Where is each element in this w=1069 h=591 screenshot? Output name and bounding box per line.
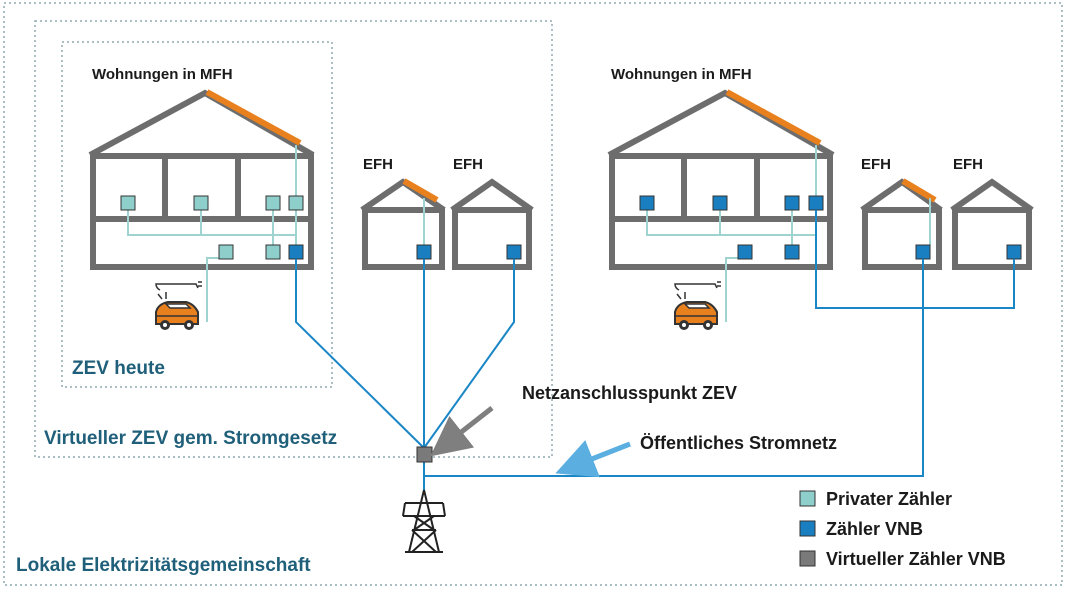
private-meter xyxy=(265,244,281,260)
vnb-meter xyxy=(639,195,655,211)
efh-4 xyxy=(950,178,1034,270)
legend-virtual-swatch xyxy=(799,550,816,567)
label-mfh-left: Wohnungen in MFH xyxy=(92,66,233,83)
vnb-meter xyxy=(506,244,522,260)
label-efh-3: EFH xyxy=(861,156,891,173)
legend-private-label: Privater Zähler xyxy=(826,489,952,509)
vnb-meter xyxy=(288,244,304,260)
label-efh-1: EFH xyxy=(363,156,393,173)
mfh-right xyxy=(607,89,835,322)
legend-virtual-label: Virtueller Zähler VNB xyxy=(826,549,1006,569)
zone-virtueller-zev-border xyxy=(34,20,553,458)
label-netzanschluss: Netzanschlusspunkt ZEV xyxy=(522,383,737,403)
vnb-meter xyxy=(915,244,931,260)
legend-vnb-swatch xyxy=(799,520,816,537)
legend: Privater Zähler Zähler VNB Virtueller Zä… xyxy=(799,489,1006,569)
vnb-meter xyxy=(712,195,728,211)
label-efh-2: EFH xyxy=(453,156,483,173)
legend-vnb-label: Zähler VNB xyxy=(826,519,923,539)
ev-car-icon xyxy=(155,281,203,331)
efh-3 xyxy=(860,178,943,270)
ev-car-icon xyxy=(674,281,722,331)
vnb-meter xyxy=(808,195,824,211)
vnb-meter xyxy=(1006,244,1022,260)
transmission-tower-icon xyxy=(402,489,446,553)
stromnetz-arrow xyxy=(555,440,631,478)
private-meter xyxy=(288,195,304,211)
private-meter xyxy=(265,195,281,211)
legend-private-swatch xyxy=(799,490,816,507)
virtual-meter xyxy=(416,446,433,463)
vnb-meter xyxy=(737,244,753,260)
private-meter xyxy=(218,244,234,260)
zone-zev-heute-border xyxy=(61,41,333,388)
vnb-meter xyxy=(784,195,800,211)
label-efh-4: EFH xyxy=(953,156,983,173)
label-lokale-egem: Lokale Elektrizitätsgemeinschaft xyxy=(16,555,311,576)
vnb-meter xyxy=(416,244,432,260)
label-zev-heute: ZEV heute xyxy=(72,358,165,379)
private-meter xyxy=(193,195,209,211)
mfh-left xyxy=(88,89,315,322)
label-oeffentliches-netz: Öffentliches Stromnetz xyxy=(640,433,837,453)
vnb-meter xyxy=(784,244,800,260)
efh-2 xyxy=(450,178,534,270)
netzanschluss-arrow xyxy=(430,406,494,457)
label-virtueller-zev: Virtueller ZEV gem. Stromgesetz xyxy=(44,428,337,449)
efh-1 xyxy=(360,178,446,270)
label-mfh-right: Wohnungen in MFH xyxy=(611,66,752,83)
private-meter xyxy=(120,195,136,211)
